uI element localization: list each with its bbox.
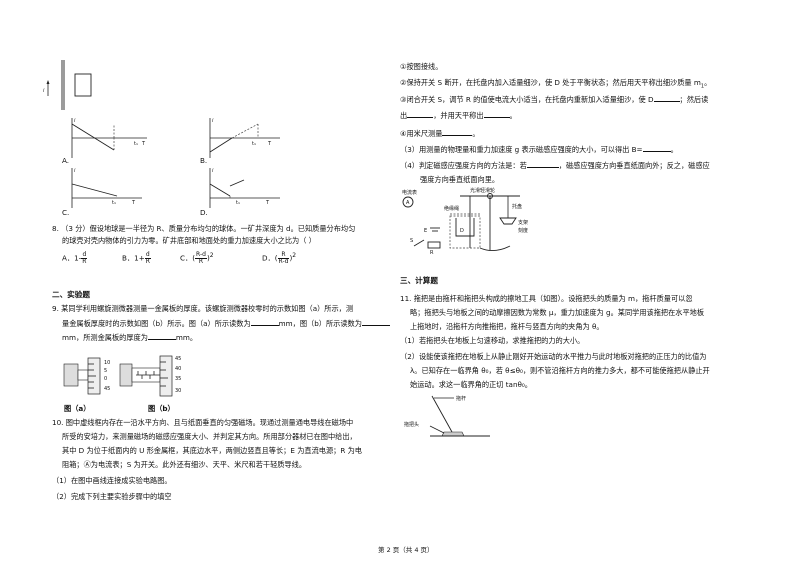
- svg-text:电流表: 电流表: [402, 189, 417, 196]
- q8-line1: 8. （3 分）假设地球是一半径为 R、质量分布均匀的球体。一矿井深度为 d。已…: [52, 224, 356, 233]
- svg-text:i: i: [74, 168, 76, 174]
- svg-text:R: R: [430, 250, 434, 256]
- svg-text:i: i: [212, 118, 214, 124]
- micrometer-b: 45 40 35 30: [119, 355, 181, 397]
- step-1: ①按图接线。: [400, 62, 443, 71]
- svg-text:t₁: t₁: [236, 200, 240, 206]
- q11-line1: 11. 拖把是由拖杆和拖把头构成的擦地工具（如图）。设拖把头的质量为 m，拖杆质…: [400, 294, 693, 303]
- svg-text:E: E: [424, 228, 427, 234]
- q11-line6: λ。已知存在一临界角 θ₀，若 θ≤θ₀，则不管沿拖杆方向的推力多大，都不可能使…: [410, 366, 710, 375]
- graph-b-label: B.: [200, 156, 208, 165]
- graph-a: i t₁ T: [71, 118, 147, 158]
- q8-line2: 的球壳对壳内物体的引力为零。矿井底部和地面处的重力加速度大小之比为（ ）: [62, 236, 316, 245]
- svg-text:45: 45: [104, 386, 110, 392]
- svg-text:5: 5: [104, 368, 107, 374]
- q11-line7: 始运动。求这一临界角的正切 tanθ₀。: [410, 380, 532, 389]
- step-3-cont: 出，并用天平称出。: [400, 111, 517, 120]
- q11-line5: （2）设能使该拖把在地板上从静止刚好开始运动的水平推力与此时地板对拖把的正压力的…: [400, 352, 707, 361]
- svg-text:T: T: [131, 200, 136, 206]
- svg-text:10: 10: [104, 360, 110, 366]
- graph-d-label: D.: [200, 208, 208, 217]
- sub-4: （4）判定磁感应强度方向的方法是：若，磁感应强度方向垂直纸面向外；反之，磁感应: [400, 161, 710, 170]
- mop-figure: 拖杆 拖把头: [404, 395, 490, 437]
- step-3: ③闭合开关 S，调节 R 的值使电流大小适当，在托盘内重新加入适量细沙，使 D；…: [400, 95, 709, 104]
- step-2: ②保持开关 S 断开，在托盘内加入适量细沙，使 D 处于平衡状态；然后用天平称出…: [400, 78, 712, 90]
- svg-text:托盘: 托盘: [512, 203, 522, 210]
- svg-text:拖把头: 拖把头: [404, 421, 419, 428]
- step-4: ④用米尺测量。: [400, 129, 480, 138]
- page-footer: 第 2 页（共 4 页）: [378, 546, 434, 554]
- q9-line1: 9. 某同学利用螺旋测微器测量一金属板的厚度。该螺旋测微器校零时的示数如图（a）…: [52, 304, 354, 313]
- svg-text:S: S: [410, 238, 413, 244]
- q11-line4: （1）若拖把头在地板上匀速移动，求推拖把的力的大小。: [400, 336, 585, 345]
- q10-line2: 所受的安培力，来测量磁场的磁感应强度大小、并判定其方向。所用部分器材已在图中给出…: [62, 432, 357, 441]
- section-2-title: 二、实验题: [52, 290, 90, 299]
- q11-line3: 上拖地时，沿拖杆方向推拖把，拖杆与竖直方向的夹角为 θ。: [410, 322, 604, 331]
- section-3-title: 三、计算题: [400, 276, 438, 285]
- q10-sub2: （2）完成下列主要实验步骤中的填空: [52, 492, 172, 501]
- svg-text:拖杆: 拖杆: [456, 395, 466, 402]
- svg-text:光滑轻滑轮: 光滑轻滑轮: [470, 187, 495, 194]
- graph-c: i t₁ T: [71, 168, 142, 208]
- current-label: i: [43, 88, 45, 94]
- svg-text:T: T: [265, 200, 270, 206]
- svg-text:T: T: [141, 141, 146, 147]
- svg-text:40: 40: [175, 366, 181, 372]
- svg-text:绝缘绳: 绝缘绳: [444, 205, 459, 212]
- sub-4-cont: 强度方向垂直纸面向里。: [420, 175, 500, 184]
- svg-text:T: T: [267, 141, 272, 147]
- svg-text:i: i: [212, 168, 214, 174]
- q10-line4: 阻箱；Ⓐ为电流表；S 为开关。此外还有细沙、天平、米尺和若干轻质导线。: [62, 460, 307, 469]
- graph-a-label: A.: [62, 156, 70, 165]
- graph-d: i t₁ T: [209, 168, 280, 208]
- svg-text:t₁: t₁: [112, 200, 116, 206]
- fig-b-caption: 图（b）: [148, 404, 175, 413]
- svg-text:45: 45: [175, 356, 181, 362]
- svg-text:35: 35: [175, 376, 181, 382]
- q10-line3: 其中 D 为位于纸面内的 U 形金属框，其底边水平，两侧边竖直且等长；E 为直流…: [62, 446, 362, 455]
- svg-text:刻度: 刻度: [518, 227, 528, 234]
- wire-loop-figure: i: [43, 60, 92, 110]
- svg-text:支架: 支架: [518, 219, 528, 226]
- apparatus-figure: A 电流表 光滑轻滑轮 托盘 支架 刻度 绝缘绳 D E S R: [402, 187, 528, 256]
- svg-text:t₁: t₁: [252, 141, 256, 147]
- svg-text:i: i: [74, 118, 76, 124]
- graph-b: i t₁ T: [209, 118, 280, 158]
- q10-sub1: （1）在图中画线连接成实验电路图。: [52, 476, 172, 485]
- svg-text:30: 30: [175, 388, 181, 394]
- q10-line1: 10. 图中虚线框内存在一沿水平方向、且与纸面垂直的匀强磁场。现通过测量通电导线…: [52, 418, 354, 427]
- svg-text:D: D: [460, 228, 464, 234]
- fig-a-caption: 图（a）: [64, 404, 91, 413]
- svg-text:t₁: t₁: [134, 141, 138, 147]
- graph-c-label: C.: [62, 208, 70, 217]
- sub-3: （3）用测量的物理量和重力加速度 g 表示磁感应强度的大小，可以得出 B=。: [400, 145, 678, 154]
- svg-text:A: A: [406, 200, 410, 206]
- micrometer-a: 10 5 0 45: [63, 357, 110, 395]
- svg-text:0: 0: [104, 376, 107, 382]
- q11-line2: 略；拖把头与地板之间的动摩擦因数为常数 μ，重力加速度为 g。某同学用该拖把在水…: [410, 308, 705, 317]
